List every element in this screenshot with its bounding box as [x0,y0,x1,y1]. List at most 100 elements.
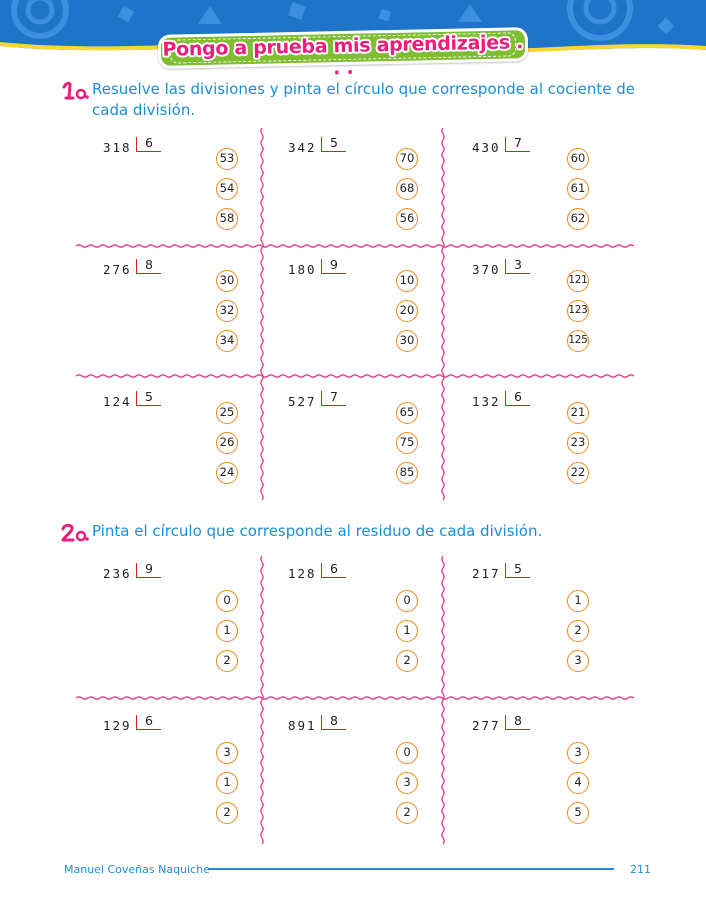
division-bracket: 6 [321,561,346,578]
answer-circle[interactable]: 34 [216,330,238,352]
banner-title: Pongo a prueba mis aprendizajes . . . [157,27,529,79]
divisor: 8 [145,257,155,272]
answer-circle[interactable]: 2 [216,650,238,672]
answer-circle[interactable]: 2 [396,650,418,672]
answer-circle[interactable]: 5 [567,802,589,824]
answer-circle[interactable]: 62 [567,208,589,230]
divisor: 7 [330,389,340,404]
footer-author: Manuel Coveñas Naquiche [64,863,210,876]
answer-circle[interactable]: 3 [567,650,589,672]
answer-circle[interactable]: 21 [567,402,589,424]
dividend: 527 [288,394,317,409]
answer-circle[interactable]: 1 [396,620,418,642]
answer-circle[interactable]: 1 [216,620,238,642]
divisor: 6 [514,389,524,404]
answer-circle[interactable]: 125 [567,330,589,352]
division-bracket: 9 [321,257,346,274]
divisor: 5 [330,135,340,150]
answer-circle[interactable]: 26 [216,432,238,454]
footer-rule [208,868,614,870]
answer-circle[interactable]: 2 [567,620,589,642]
answer-circle[interactable]: 56 [396,208,418,230]
dividend: 276 [103,262,132,277]
answer-circle[interactable]: 24 [216,462,238,484]
answer-circle[interactable]: 85 [396,462,418,484]
answer-circle[interactable]: 54 [216,178,238,200]
divisor: 9 [330,257,340,272]
answer-circle[interactable]: 2 [216,802,238,824]
answer-circle[interactable]: 30 [396,330,418,352]
divisor: 5 [145,389,155,404]
division-bracket: 6 [136,713,161,730]
answer-circle[interactable]: 58 [216,208,238,230]
grid-divider-horizontal [75,696,635,700]
divisor: 9 [145,561,155,576]
answer-circle[interactable]: 10 [396,270,418,292]
dividend: 124 [103,394,132,409]
number-two-icon [61,523,89,542]
answer-circle[interactable]: 1 [567,590,589,612]
dividend: 370 [472,262,501,277]
answer-circle[interactable]: 65 [396,402,418,424]
answer-circle[interactable]: 53 [216,148,238,170]
answer-circle[interactable]: 70 [396,148,418,170]
dividend: 180 [288,262,317,277]
division-bracket: 5 [136,389,161,406]
divisor: 6 [145,135,155,150]
division-bracket: 6 [505,389,530,406]
divisor: 5 [514,561,524,576]
answer-circle[interactable]: 61 [567,178,589,200]
page-title: Pongo a prueba mis aprendizajes . . . [162,31,524,80]
answer-circle[interactable]: 3 [216,742,238,764]
dividend: 217 [472,566,501,581]
divisor: 6 [330,561,340,576]
answer-circle[interactable]: 1 [216,772,238,794]
answer-circle[interactable]: 60 [567,148,589,170]
division-bracket: 8 [505,713,530,730]
answer-circle[interactable]: 25 [216,402,238,424]
dividend: 132 [472,394,501,409]
answer-circle[interactable]: 123 [567,300,589,322]
answer-circle[interactable]: 30 [216,270,238,292]
grid-divider-horizontal [75,374,635,378]
answer-circle[interactable]: 20 [396,300,418,322]
answer-circle[interactable]: 3 [396,772,418,794]
answer-circle[interactable]: 68 [396,178,418,200]
dividend: 318 [103,140,132,155]
division-bracket: 3 [505,257,530,274]
answer-circle[interactable]: 2 [396,802,418,824]
answer-circle[interactable]: 0 [396,590,418,612]
answer-circle[interactable]: 22 [567,462,589,484]
page-number: 211 [630,863,651,876]
answer-circle[interactable]: 0 [216,590,238,612]
division-bracket: 7 [321,389,346,406]
section2-instruction-text: Pinta el círculo que corresponde al resi… [92,522,543,540]
section1-instruction-text: Resuelve las divisiones y pinta el círcu… [92,80,635,119]
division-bracket: 5 [505,561,530,578]
answer-circle[interactable]: 23 [567,432,589,454]
number-one-icon [62,81,89,100]
grid-divider-vertical [441,555,445,845]
division-bracket: 6 [136,135,161,152]
dividend: 128 [288,566,317,581]
answer-circle[interactable]: 75 [396,432,418,454]
dividend: 129 [103,718,132,733]
grid-divider-vertical [441,127,445,501]
division-bracket: 7 [505,135,530,152]
answer-circle[interactable]: 0 [396,742,418,764]
answer-circle[interactable]: 121 [567,270,589,292]
answer-circle[interactable]: 4 [567,772,589,794]
dividend: 277 [472,718,501,733]
division-bracket: 9 [136,561,161,578]
divisor: 8 [330,713,340,728]
grid-divider-vertical [260,127,264,501]
answer-circle[interactable]: 32 [216,300,238,322]
answer-circle[interactable]: 3 [567,742,589,764]
divisor: 7 [514,135,524,150]
dividend: 430 [472,140,501,155]
dividend: 891 [288,718,317,733]
grid-divider-horizontal [75,244,635,248]
divisor: 3 [514,257,524,272]
grid-divider-vertical [260,555,264,845]
